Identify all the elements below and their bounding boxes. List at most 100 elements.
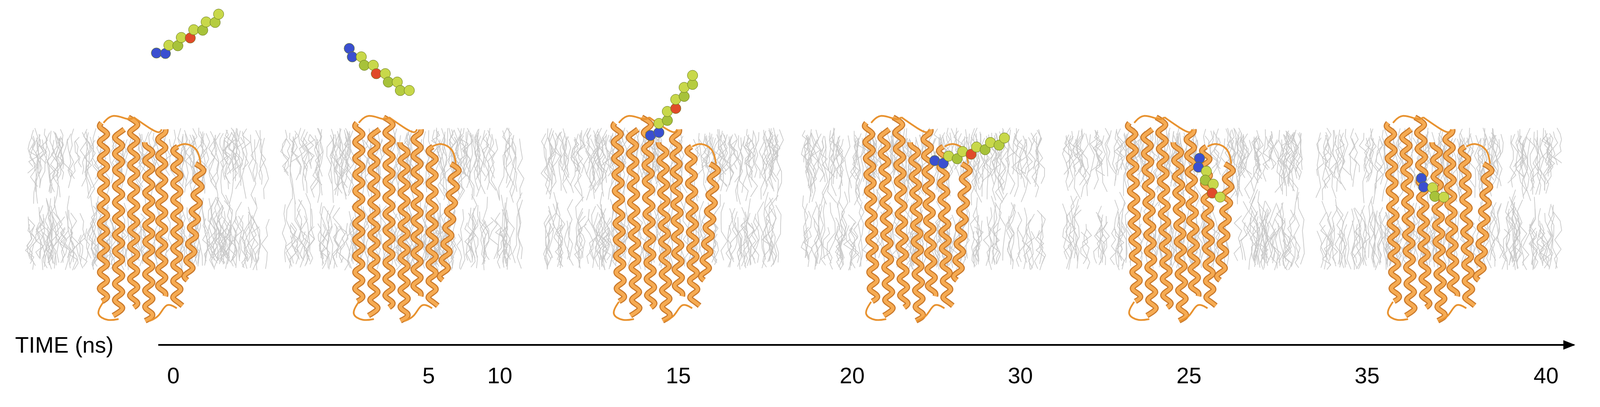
lipid: [1072, 210, 1082, 261]
lipid: [328, 205, 335, 265]
lipid: [474, 129, 483, 180]
lipid: [595, 204, 605, 270]
lipid: [1239, 222, 1247, 260]
loop: [1392, 116, 1424, 123]
lipid: [1511, 189, 1519, 259]
helix-edge: [1402, 129, 1415, 316]
lipid: [495, 227, 504, 258]
lipid: [234, 216, 243, 260]
lipid: [1527, 138, 1535, 192]
lipid: [1014, 133, 1019, 198]
lipid: [60, 228, 67, 263]
lipid: [972, 206, 980, 266]
lipid: [976, 215, 982, 265]
lipid: [588, 209, 597, 269]
helix: [864, 122, 878, 302]
lipid: [1018, 135, 1027, 188]
lipid: [752, 213, 760, 264]
snapshot-panel: [280, 43, 524, 322]
lipid: [970, 216, 977, 263]
lipid: [543, 137, 550, 195]
helix-edge: [700, 163, 719, 281]
lipid: [232, 216, 238, 268]
lipid: [999, 193, 1008, 261]
helix-edge: [1475, 163, 1492, 281]
helix-edge: [641, 117, 655, 308]
lipid: [248, 134, 255, 182]
helix-edge: [938, 146, 954, 306]
lipid: [285, 198, 295, 264]
lipid: [456, 234, 462, 270]
helix: [368, 129, 380, 316]
lipid: [753, 217, 759, 263]
lipid: [68, 237, 78, 271]
lipid: [1283, 134, 1293, 167]
lipid: [1336, 129, 1344, 192]
lipid: [473, 135, 480, 191]
lipid: [852, 140, 859, 177]
lipid: [1339, 132, 1346, 191]
lipid: [305, 208, 313, 261]
lipid: [229, 138, 235, 204]
lipid: [1114, 128, 1122, 186]
ligand-atom: [687, 70, 698, 81]
ligand: [645, 70, 698, 141]
lipid: [1373, 214, 1377, 268]
helix: [400, 142, 408, 321]
lipid: [342, 128, 350, 177]
lipid: [717, 129, 724, 192]
lipid: [1334, 198, 1343, 268]
lipid: [229, 227, 236, 262]
loop: [432, 144, 456, 164]
lipid: [1326, 212, 1333, 266]
lipid: [462, 128, 472, 175]
lipid: [225, 194, 233, 258]
helix-edge: [112, 129, 125, 316]
helix: [172, 146, 183, 306]
lipid: [720, 134, 726, 169]
lipid: [1352, 208, 1362, 269]
lipid: [818, 140, 825, 182]
lipid: [290, 225, 298, 264]
lipid: [978, 131, 985, 191]
axis-title: TIME (ns): [15, 333, 114, 357]
lipid: [517, 138, 524, 199]
lipid: [93, 206, 101, 258]
lipid: [1094, 214, 1103, 258]
lipid: [321, 223, 328, 259]
helix-edge: [880, 129, 894, 316]
helix-edge: [953, 163, 970, 281]
lipid: [1034, 223, 1042, 270]
ligand-atom: [1438, 191, 1450, 203]
lipid: [564, 220, 570, 260]
lipid: [512, 136, 518, 192]
helix: [1460, 146, 1475, 306]
time-tick: 40: [1533, 364, 1559, 387]
lipid: [1298, 197, 1305, 265]
lipid: [556, 220, 562, 263]
lipid: [1114, 139, 1124, 176]
lipid: [282, 138, 289, 173]
helix-edge: [1445, 129, 1458, 297]
snapshot-panel: [801, 116, 1046, 322]
lipid: [448, 220, 456, 269]
lipid: [45, 132, 55, 192]
helix: [658, 142, 670, 321]
lipid: [1248, 189, 1259, 258]
lipid: [30, 129, 36, 171]
lipid: [63, 210, 72, 258]
lipid: [290, 130, 299, 163]
loop: [1423, 117, 1452, 133]
lipid: [1497, 204, 1506, 270]
lipid: [303, 231, 310, 267]
lipid: [464, 222, 472, 261]
lipid: [153, 138, 161, 189]
lipid: [821, 227, 830, 266]
loop: [148, 304, 177, 322]
lipid: [1289, 212, 1296, 267]
helix-edge: [439, 163, 459, 281]
lipid: [1035, 213, 1043, 264]
ligand: [151, 9, 224, 59]
lipid: [1241, 201, 1250, 261]
lipid: [69, 128, 75, 179]
